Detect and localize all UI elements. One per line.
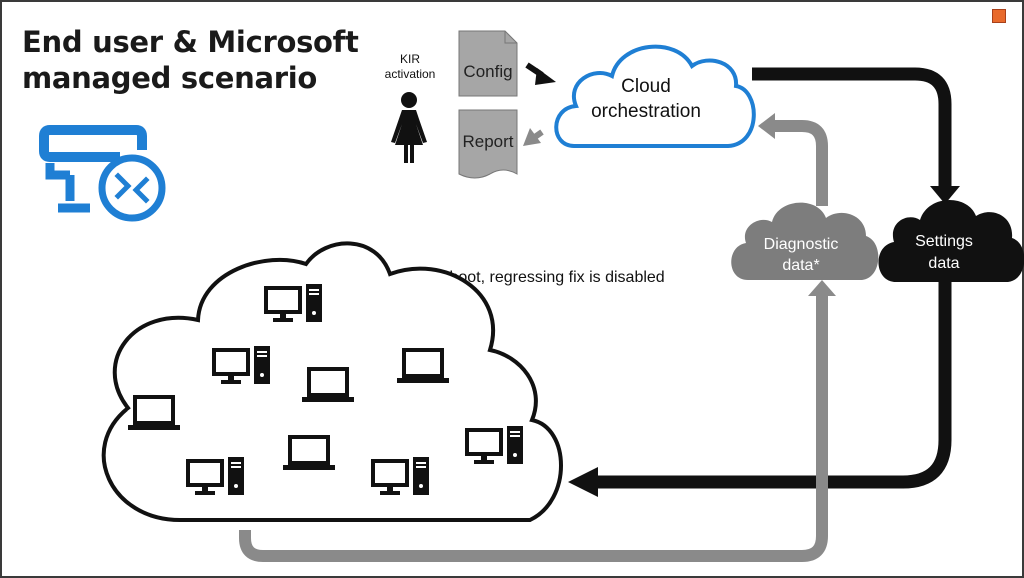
config-to-cloud-arrow <box>525 62 556 85</box>
diagnostic-data-cloud: Diagnostic data* <box>731 202 879 280</box>
report-label: Report <box>462 132 513 151</box>
config-document: Config <box>458 30 518 97</box>
cloud-orchestration-line-1: Cloud <box>621 76 671 97</box>
cloud-to-report-arrow <box>523 128 544 146</box>
person-icon <box>391 92 427 163</box>
settings-flow-arrow <box>568 67 960 497</box>
cloud-orchestration: Cloud orchestration <box>554 44 756 148</box>
title-line-1: End user & Microsoft <box>22 25 359 59</box>
diagnostic-data-line-2: data* <box>782 257 819 274</box>
title-line-2: managed scenario <box>22 61 317 95</box>
diagnostic-flow-arrow <box>239 113 836 562</box>
kir-label-line-2: activation <box>385 67 436 81</box>
report-document: Report <box>458 109 518 179</box>
kir-label-line-1: KIR <box>400 52 420 66</box>
settings-data-cloud: Settings data <box>878 200 1024 282</box>
diagnostic-data-line-1: Diagnostic <box>764 236 839 253</box>
settings-data-line-2: data <box>928 255 959 272</box>
slide-title: End user & Microsoft managed scenario <box>22 24 359 96</box>
cloud-orchestration-line-2: orchestration <box>591 101 701 122</box>
remote-desktop-icon <box>39 125 166 222</box>
settings-data-line-1: Settings <box>915 233 973 250</box>
config-label: Config <box>463 62 512 81</box>
device-fleet-cloud <box>101 241 563 522</box>
window-control-icon[interactable] <box>992 9 1006 23</box>
